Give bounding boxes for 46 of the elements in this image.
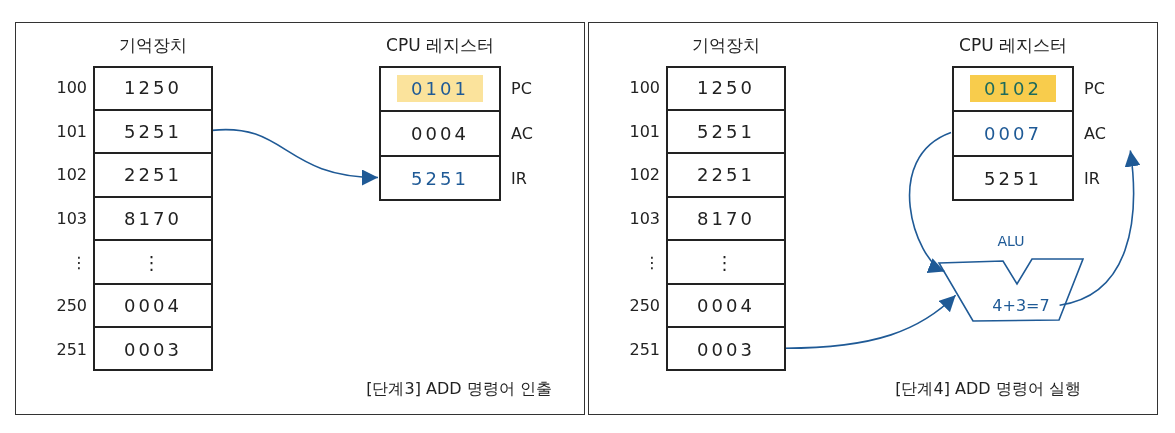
- arrow: [1058, 149, 1141, 306]
- table-heading: 기억장치: [691, 33, 761, 57]
- address-label: 100: [628, 77, 660, 100]
- register-label: AC: [1084, 123, 1107, 145]
- register-label: IR: [1084, 168, 1101, 190]
- memory-cell: 0004: [93, 283, 213, 328]
- address-label: 103: [628, 208, 660, 230]
- memory-cell: ⋮: [93, 240, 213, 284]
- register-cell: 0007: [952, 111, 1074, 156]
- arrow: [211, 128, 379, 185]
- address-label: 103: [55, 208, 87, 230]
- address-label: 250: [55, 295, 87, 318]
- memory-cell: 8170: [93, 196, 213, 241]
- table-heading: CPU 레지스터: [958, 33, 1068, 57]
- memory-cell: 5251: [93, 109, 213, 154]
- step-panel: [15, 22, 585, 415]
- address-label: 250: [628, 295, 660, 318]
- table-heading: CPU 레지스터: [385, 33, 495, 57]
- register-label: PC: [1084, 78, 1106, 100]
- memory-cell: 2251: [93, 153, 213, 197]
- address-label: 251: [55, 338, 87, 361]
- address-label: ⋮: [70, 251, 87, 274]
- address-label: 102: [55, 164, 87, 187]
- address-label: 101: [55, 120, 87, 143]
- alu-result: 4+3=7: [991, 294, 1051, 317]
- register-cell: 0004: [379, 111, 501, 156]
- memory-cell: 2251: [666, 153, 786, 197]
- register-label: IR: [511, 168, 528, 190]
- address-label: 100: [55, 77, 87, 100]
- address-label: 101: [628, 120, 660, 143]
- memory-cell: ⋮: [666, 240, 786, 284]
- step-panel: [588, 22, 1158, 415]
- step-caption: [단계3] ADD 명령어 인출: [365, 377, 553, 400]
- address-label: ⋮: [643, 251, 660, 274]
- arrow: [908, 131, 952, 273]
- memory-cell: 0004: [666, 283, 786, 328]
- arrow: [784, 294, 957, 349]
- register-label: AC: [511, 123, 534, 145]
- memory-cell: 5251: [666, 109, 786, 154]
- address-label: 102: [628, 164, 660, 187]
- register-label: PC: [511, 78, 533, 100]
- table-heading: 기억장치: [118, 33, 188, 57]
- address-label: 251: [628, 338, 660, 361]
- memory-cell: 8170: [666, 196, 786, 241]
- step-caption: [단계4] ADD 명령어 실행: [894, 377, 1082, 400]
- alu-label: ALU: [996, 232, 1026, 251]
